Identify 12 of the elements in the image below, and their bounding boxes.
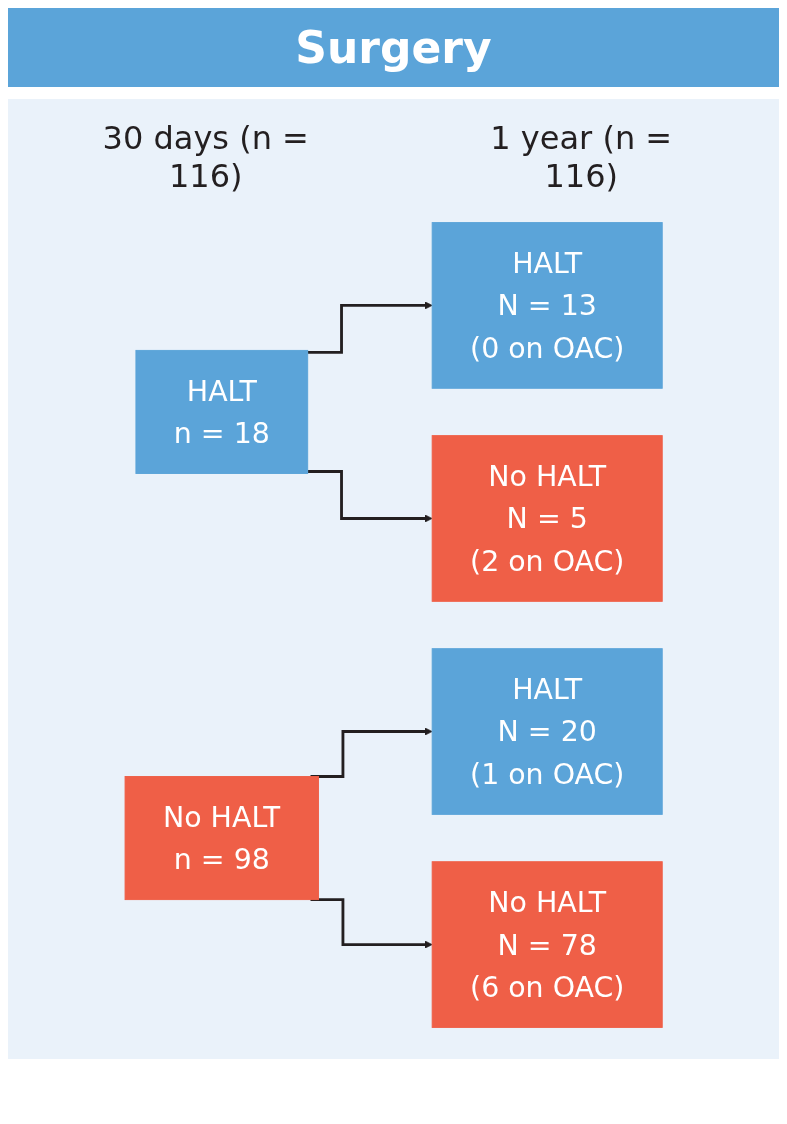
node-box	[124, 776, 319, 901]
node-box	[431, 435, 663, 602]
column-heading: 1 year (n = 116)	[489, 119, 674, 195]
column-heading: 30 days (n = 116)	[101, 119, 310, 195]
arrow	[307, 301, 433, 354]
title-banner: Surgery	[8, 8, 779, 87]
arrow	[307, 470, 433, 523]
node-box	[431, 861, 663, 1028]
node-box	[431, 648, 663, 815]
node-box	[135, 349, 308, 474]
node-box	[431, 222, 663, 389]
panel-background: 30 days (n = 116) 1 year (n = 116) HALT n = 18 HALT N = 13 (0 on OAC) No HALT N = 5 (2 on OAC) No HALT n = 98 HALT N = 20 (1 on OAC) No HALT N = 78 (6 on OAC)	[8, 99, 779, 1059]
